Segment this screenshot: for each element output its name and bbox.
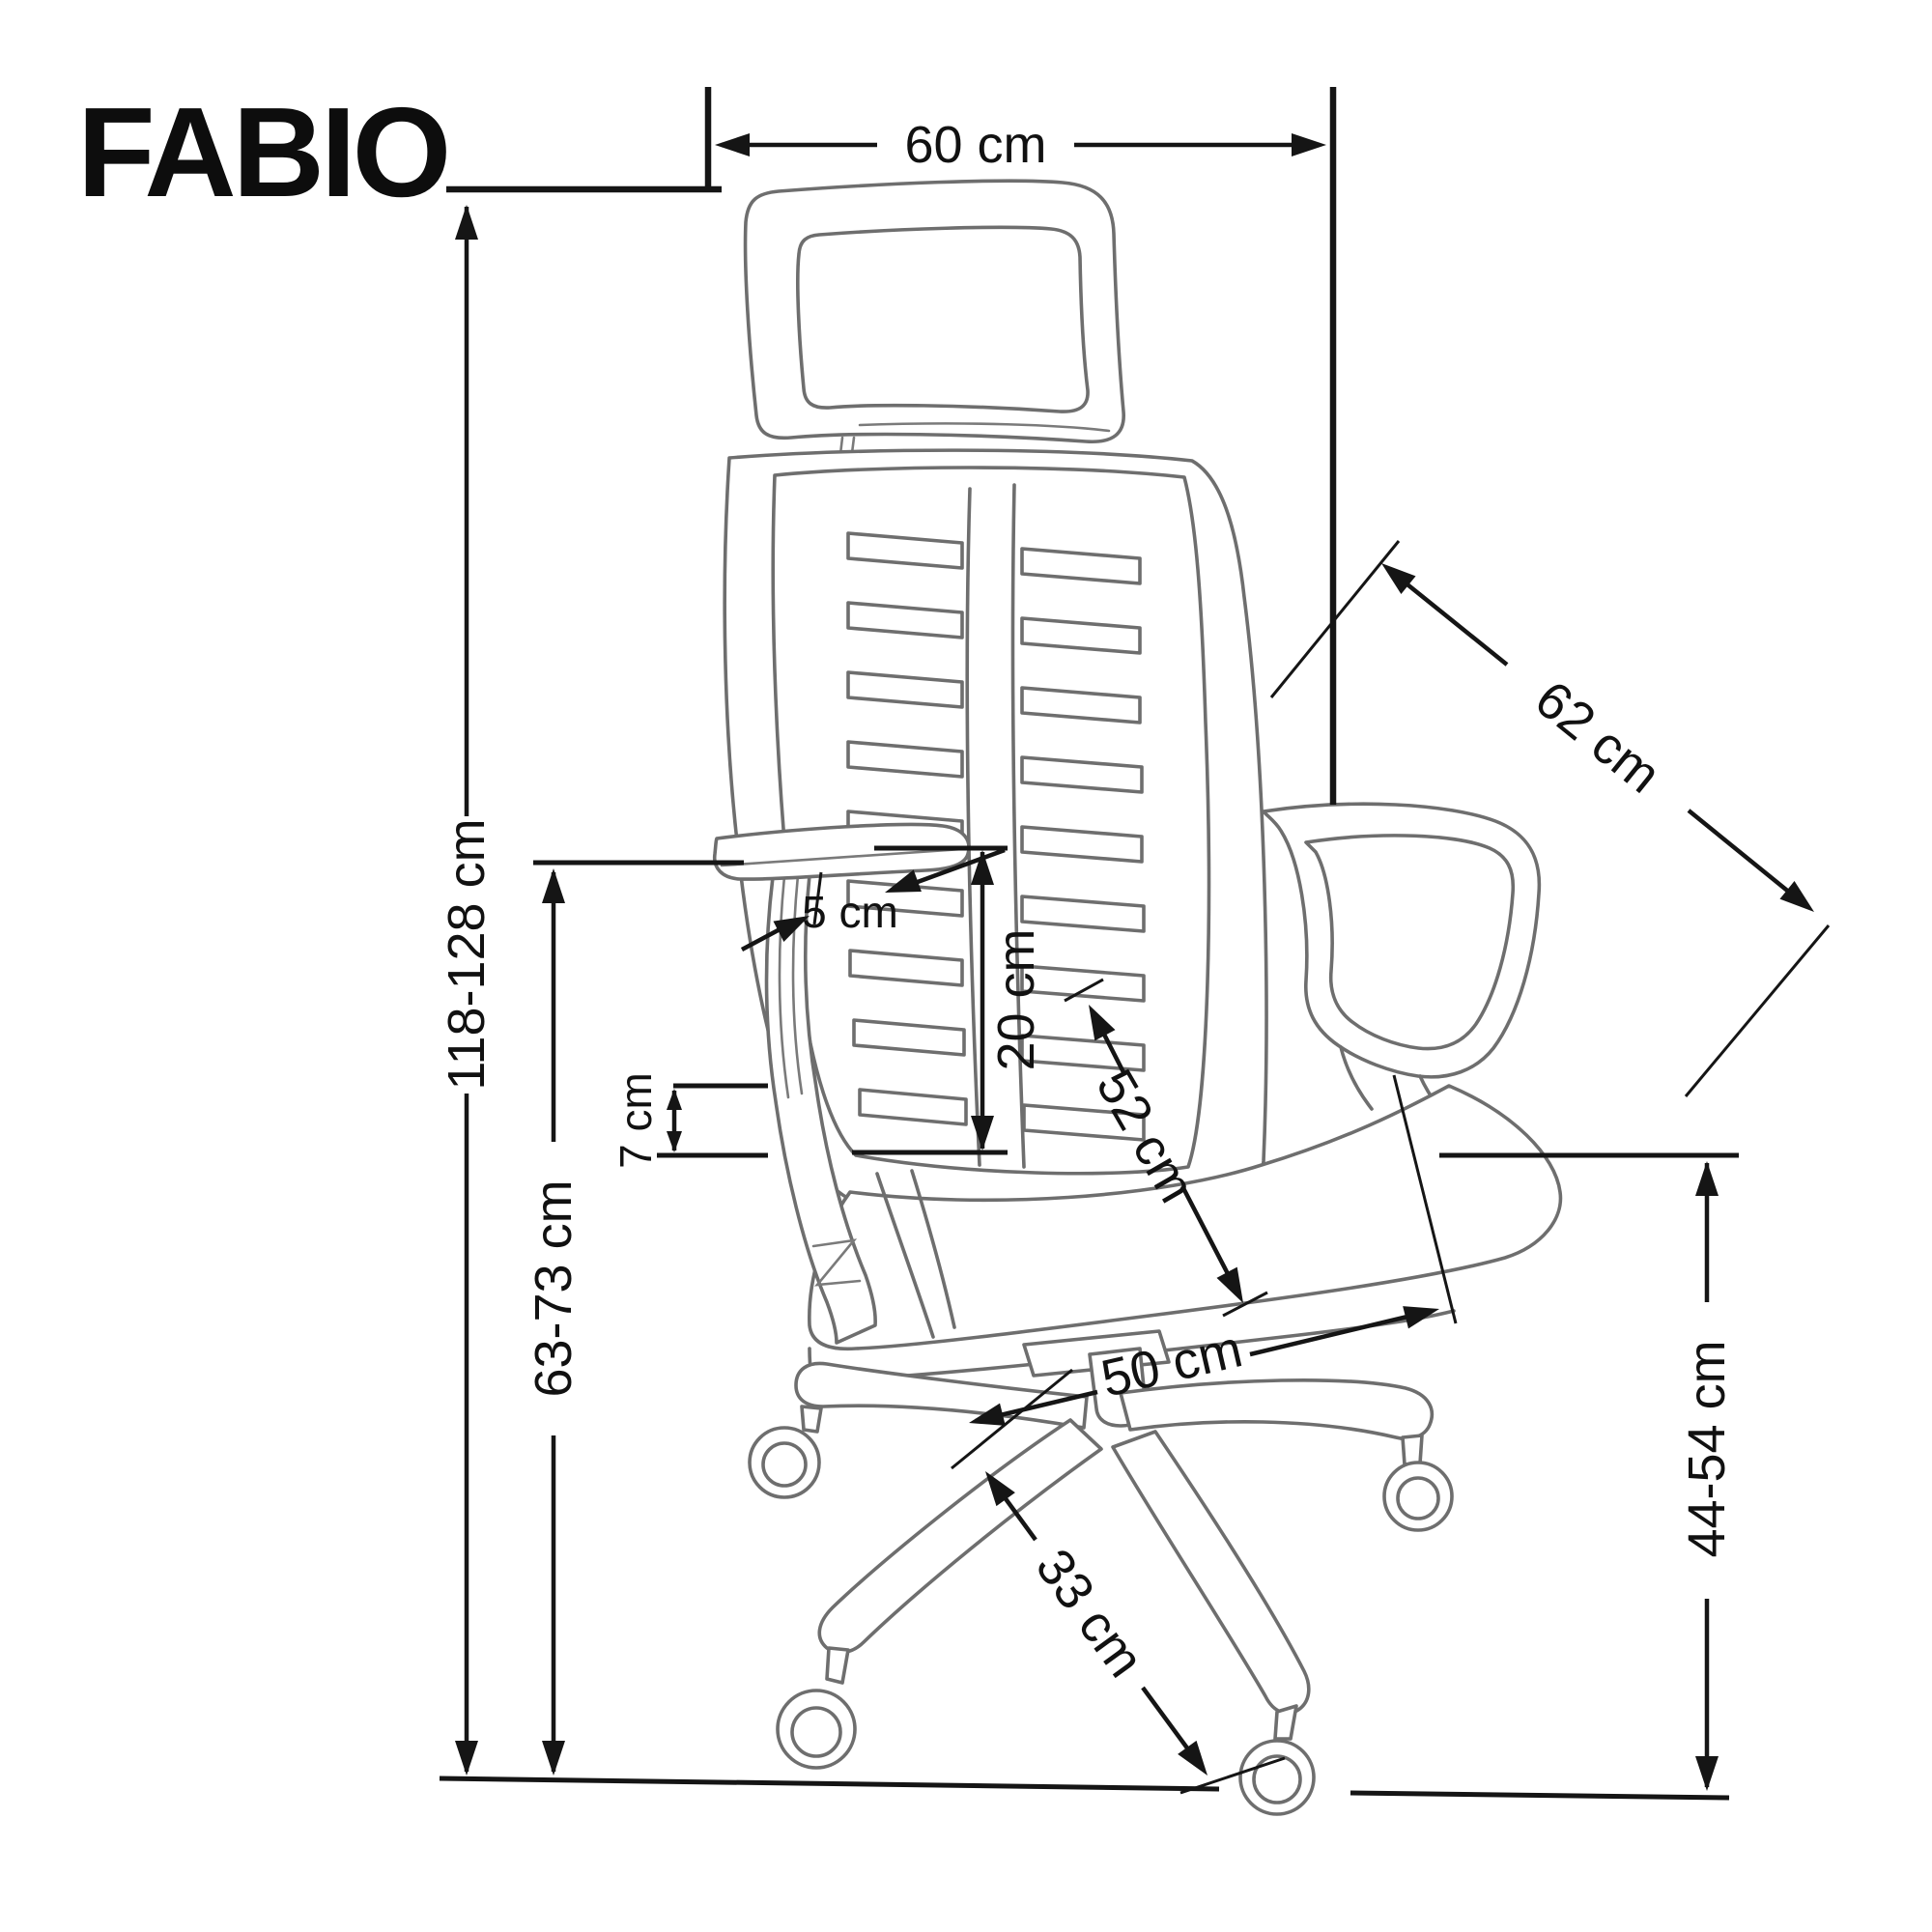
caster-left	[748, 1426, 821, 1499]
dim-label-backrest-diagonal: 62 cm	[1524, 669, 1671, 804]
dim-seat-height: 44-54 cm	[1439, 1152, 1739, 1791]
dim-backrest-width: 60 cm	[704, 87, 1337, 805]
dim-label-seat-height: 44-54 cm	[1678, 1340, 1736, 1557]
dim-total-height: 118-128 cm	[438, 185, 722, 1776]
headrest-drawing	[743, 179, 1125, 456]
floor-line	[439, 1776, 1730, 1801]
dim-armrest-inset: 5 cm	[740, 847, 1006, 952]
backrest-mesh-right	[1020, 547, 1146, 1142]
right-armrest-drawing	[1262, 802, 1542, 1140]
dim-label-backrest-width: 60 cm	[904, 116, 1046, 174]
dim-label-armrest-pad-thickness: 7 cm	[611, 1072, 661, 1169]
dim-armrest-pad-thickness: 7 cm	[611, 1072, 768, 1169]
dim-label-base-leg-length: 33 cm	[1025, 1539, 1155, 1688]
caster-right	[1382, 1461, 1454, 1532]
dim-label-total-height: 118-128 cm	[438, 818, 496, 1090]
dim-armrest-height: 63-73 cm	[525, 860, 744, 1776]
left-armrest-drawing	[712, 822, 971, 1345]
dim-label-armrest-inset: 5 cm	[802, 887, 898, 937]
product-title: FABIO	[77, 81, 447, 223]
dim-label-armrest-height: 63-73 cm	[525, 1179, 582, 1397]
dim-label-lumbar-height: 20 cm	[987, 928, 1045, 1070]
dim-lumbar-height: 20 cm	[852, 845, 1045, 1155]
